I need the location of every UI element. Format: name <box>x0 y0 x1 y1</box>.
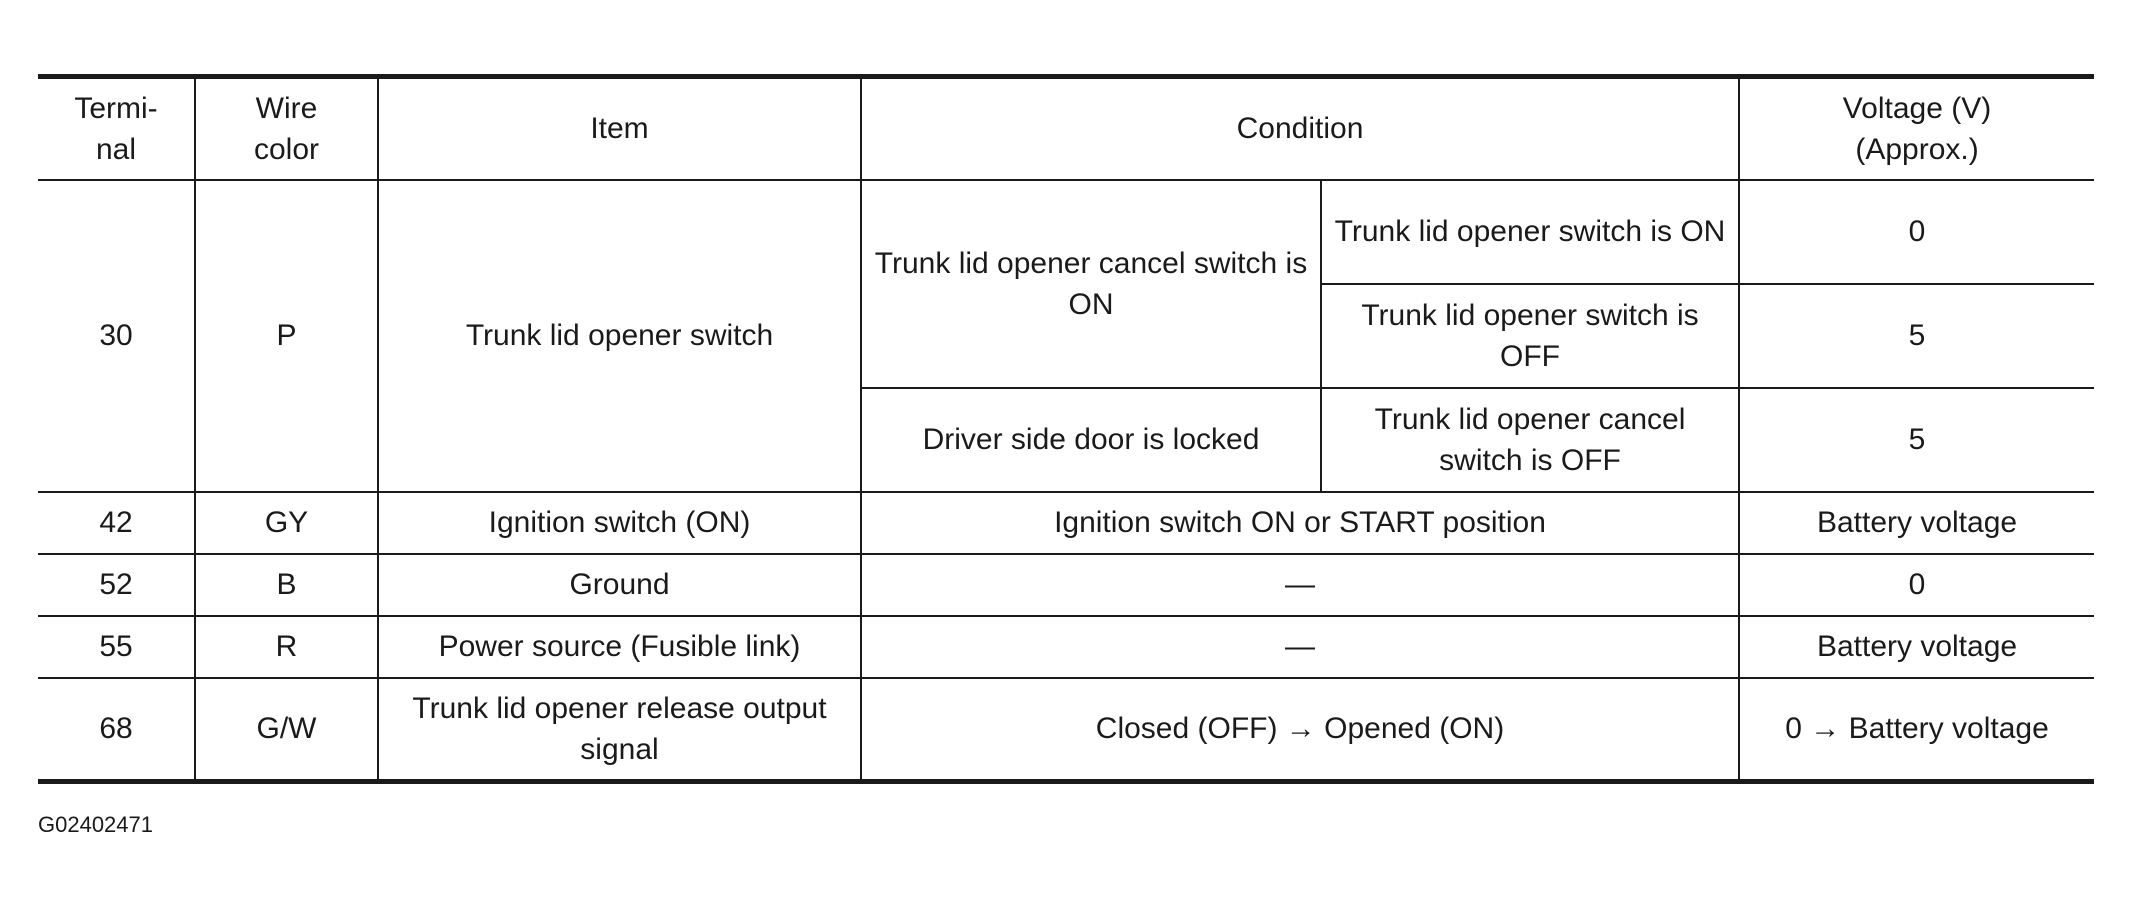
item-cell: Power source (Fusible link) <box>377 614 862 679</box>
table-row: 52 B Ground — 0 <box>38 552 2095 617</box>
terminal-cell: 52 <box>38 552 196 617</box>
condition-sub-cell: Trunk lid opener switch is ON <box>1319 178 1741 285</box>
condition-main-cell: Trunk lid opener cancel switch is ON <box>860 178 1322 389</box>
header-row: Termi- nal Wire color Item Condition Vol… <box>38 76 2095 181</box>
voltage-cell: Battery voltage <box>1738 614 2095 679</box>
wire-color-cell: GY <box>194 490 379 555</box>
item-cell: Ignition switch (ON) <box>377 490 862 555</box>
condition-sub-cell: Trunk lid opener cancel switch is OFF <box>1319 386 1741 493</box>
voltage-cell: 5 <box>1738 282 2095 389</box>
header-condition: Condition <box>859 76 1741 181</box>
voltage-cell: 0 <box>1738 178 2095 285</box>
voltage-cell: Battery voltage <box>1738 490 2095 555</box>
header-wire-color: Wire color <box>194 76 379 181</box>
condition-cell: — <box>859 614 1741 679</box>
voltage-cell: 5 <box>1738 386 2095 493</box>
terminal-cell: 55 <box>38 614 196 679</box>
header-item: Item <box>377 76 862 181</box>
table-row: 55 R Power source (Fusible link) — Batte… <box>38 614 2095 679</box>
terminal-cell: 68 <box>38 676 196 782</box>
reference-code: G02402471 <box>38 812 153 837</box>
terminal-inspection-sheet: Termi- nal Wire color Item Condition Vol… <box>38 74 2095 784</box>
header-voltage: Voltage (V) (Approx.) <box>1738 76 2095 181</box>
condition-main-cell: Driver side door is locked <box>861 386 1322 493</box>
wire-color-cell: G/W <box>194 676 379 782</box>
header-terminal: Termi- nal <box>38 76 196 181</box>
table-row: 30 P Trunk lid opener switch Trunk lid o… <box>38 178 2095 493</box>
condition-sub-cell: Trunk lid opener switch is OFF <box>1321 282 1741 389</box>
wire-color-cell: B <box>194 552 379 617</box>
terminal-voltage-table: Termi- nal Wire color Item Condition Vol… <box>38 74 2095 784</box>
condition-cell: Ignition switch ON or START position <box>859 490 1741 555</box>
terminal-cell: 30 <box>38 178 196 493</box>
wire-color-cell: R <box>194 614 379 679</box>
table-row: 68 G/W Trunk lid opener release output s… <box>38 676 2095 782</box>
table-row: Trunk lid opener switch is OFF 5 <box>38 282 2095 389</box>
item-cell: Trunk lid opener release output signal <box>377 676 862 782</box>
item-cell: Ground <box>377 552 862 617</box>
terminal-cell: 42 <box>38 490 196 555</box>
item-cell: Trunk lid opener switch <box>377 178 862 493</box>
voltage-cell: 0 → Battery voltage <box>1738 676 2095 782</box>
condition-cell: — <box>859 552 1741 617</box>
wire-color-cell: P <box>194 178 379 493</box>
voltage-cell: 0 <box>1738 552 2095 617</box>
table-row: Driver side door is locked Trunk lid ope… <box>38 386 2095 493</box>
condition-cell: Closed (OFF) → Opened (ON) <box>859 676 1741 782</box>
table-row: 42 GY Ignition switch (ON) Ignition swit… <box>38 490 2095 555</box>
